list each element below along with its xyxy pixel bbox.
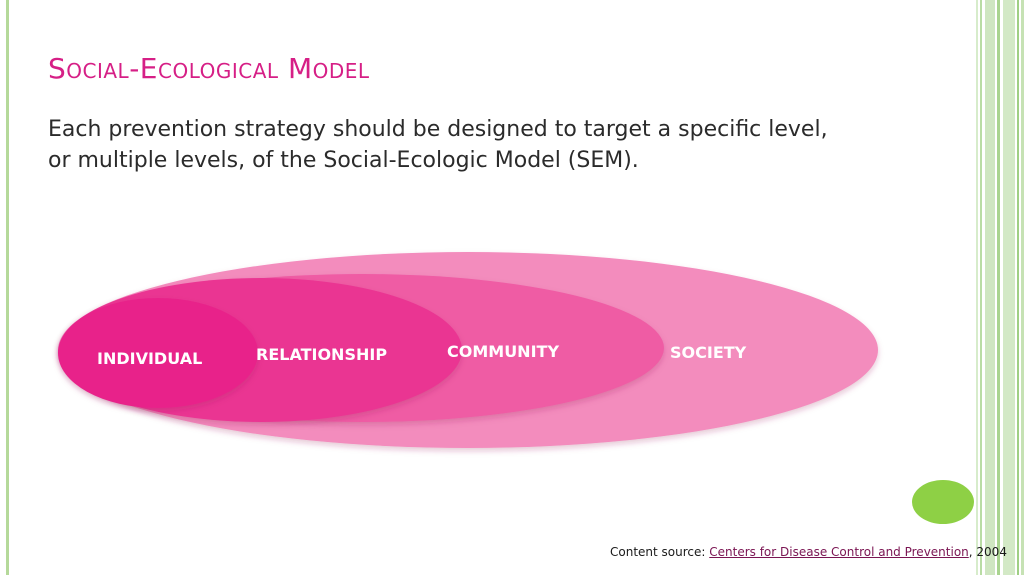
- community-label: COMMUNITY: [447, 342, 559, 361]
- slide-subtitle: Each prevention strategy should be desig…: [48, 117, 828, 173]
- green-circle-decoration: [912, 480, 974, 524]
- content-source-footer: Content source: Centers for Disease Cont…: [610, 545, 1010, 559]
- right-decorative-stripes: [976, 0, 1024, 575]
- footer-suffix: , 2004: [968, 545, 1007, 559]
- slide-title: Social-Ecological Model: [48, 52, 370, 85]
- relationship-label: RELATIONSHIP: [256, 345, 387, 364]
- footer-prefix: Content source:: [610, 545, 710, 559]
- society-label: SOCIETY: [670, 343, 747, 362]
- left-border-line: [6, 0, 9, 575]
- cdc-source-link[interactable]: Centers for Disease Control and Preventi…: [709, 545, 969, 559]
- individual-ellipse: [58, 298, 258, 408]
- individual-label: INDIVIDUAL: [97, 349, 202, 368]
